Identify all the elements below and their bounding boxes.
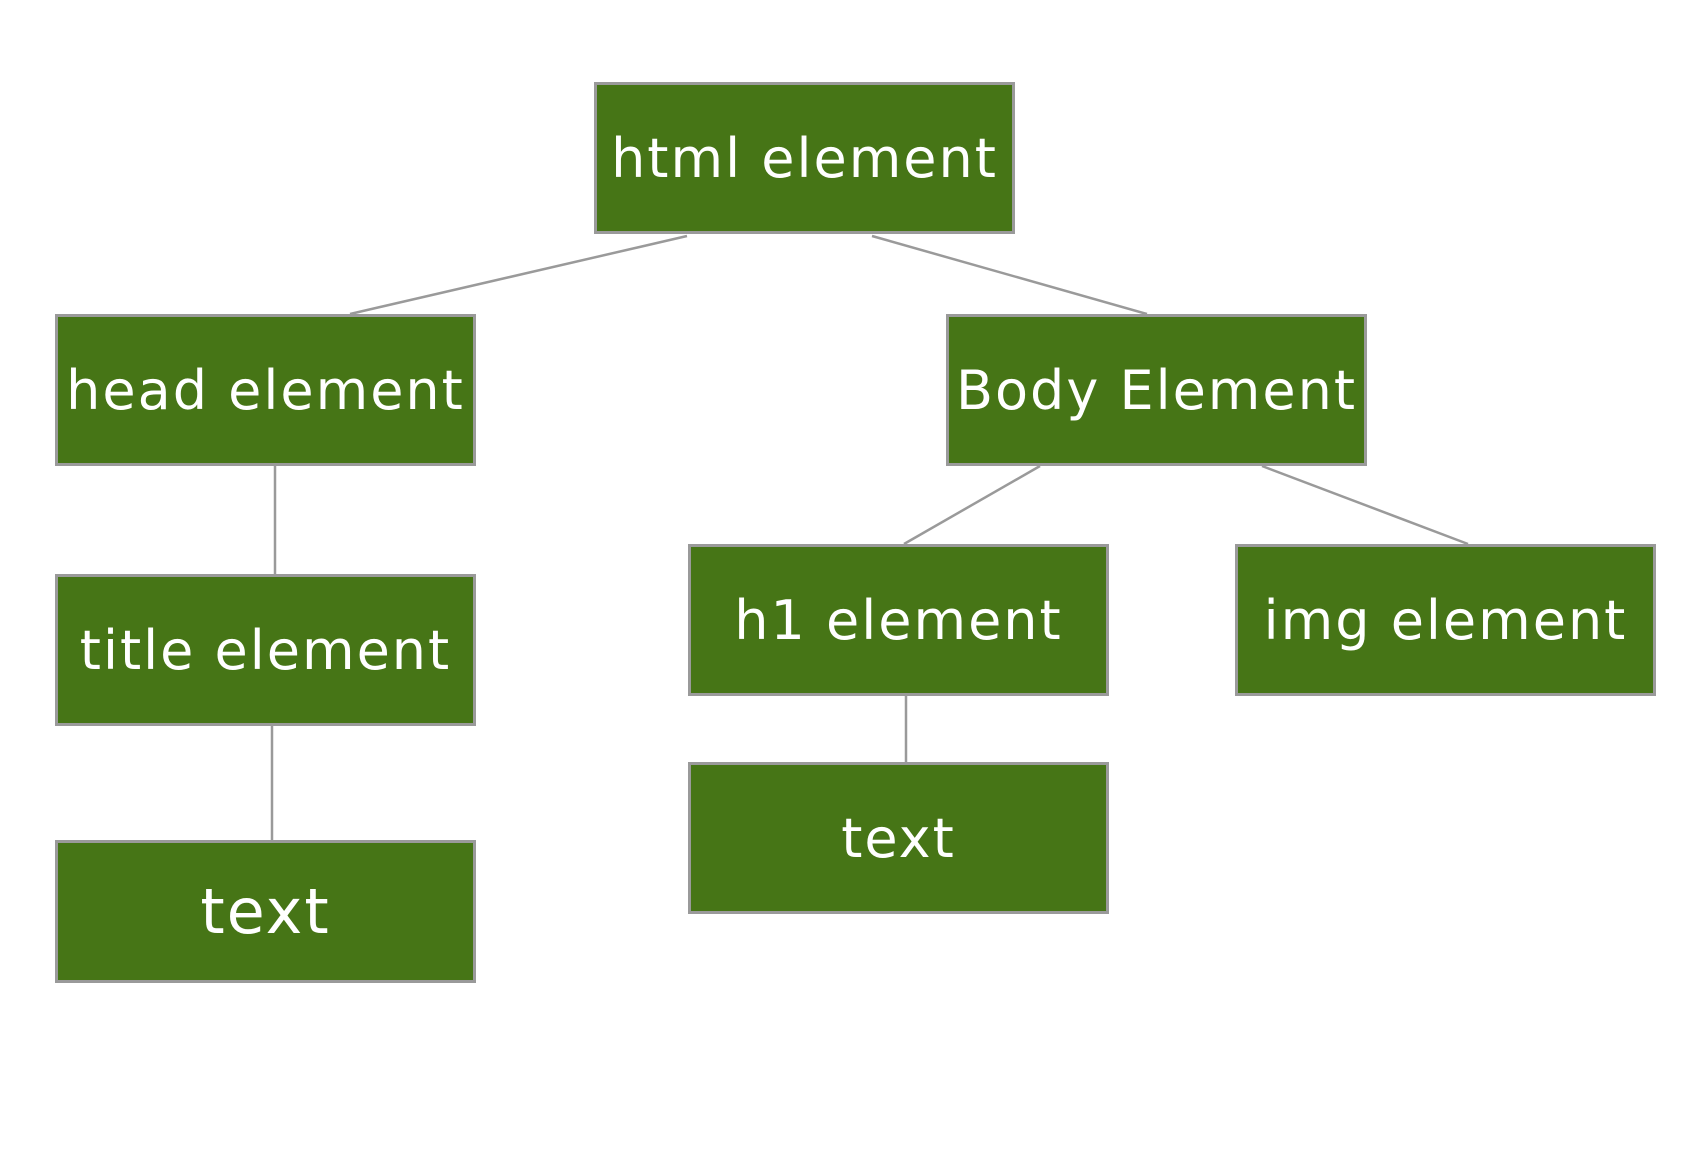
edge-body-img bbox=[1261, 464, 1469, 546]
edge-body-h1 bbox=[903, 464, 1041, 546]
h1-element-label: h1 element bbox=[734, 588, 1063, 652]
title-text-label: text bbox=[200, 875, 331, 948]
title-element-node: title element bbox=[55, 574, 476, 726]
body-element-label: Body Element bbox=[955, 358, 1358, 422]
title-element-label: title element bbox=[79, 618, 452, 682]
edge-html-head bbox=[349, 234, 688, 316]
body-element-node: Body Element bbox=[946, 314, 1367, 466]
h1-text-node: text bbox=[688, 762, 1109, 914]
h1-text-label: text bbox=[841, 806, 956, 870]
h1-element-node: h1 element bbox=[688, 544, 1109, 696]
head-element-node: head element bbox=[55, 314, 476, 466]
html-element-label: html element bbox=[611, 126, 998, 190]
title-text-node: text bbox=[55, 840, 476, 983]
img-element-node: img element bbox=[1235, 544, 1656, 696]
html-element-node: html element bbox=[594, 82, 1015, 234]
img-element-label: img element bbox=[1263, 588, 1628, 652]
edge-html-body bbox=[871, 234, 1148, 316]
head-element-label: head element bbox=[66, 358, 465, 422]
